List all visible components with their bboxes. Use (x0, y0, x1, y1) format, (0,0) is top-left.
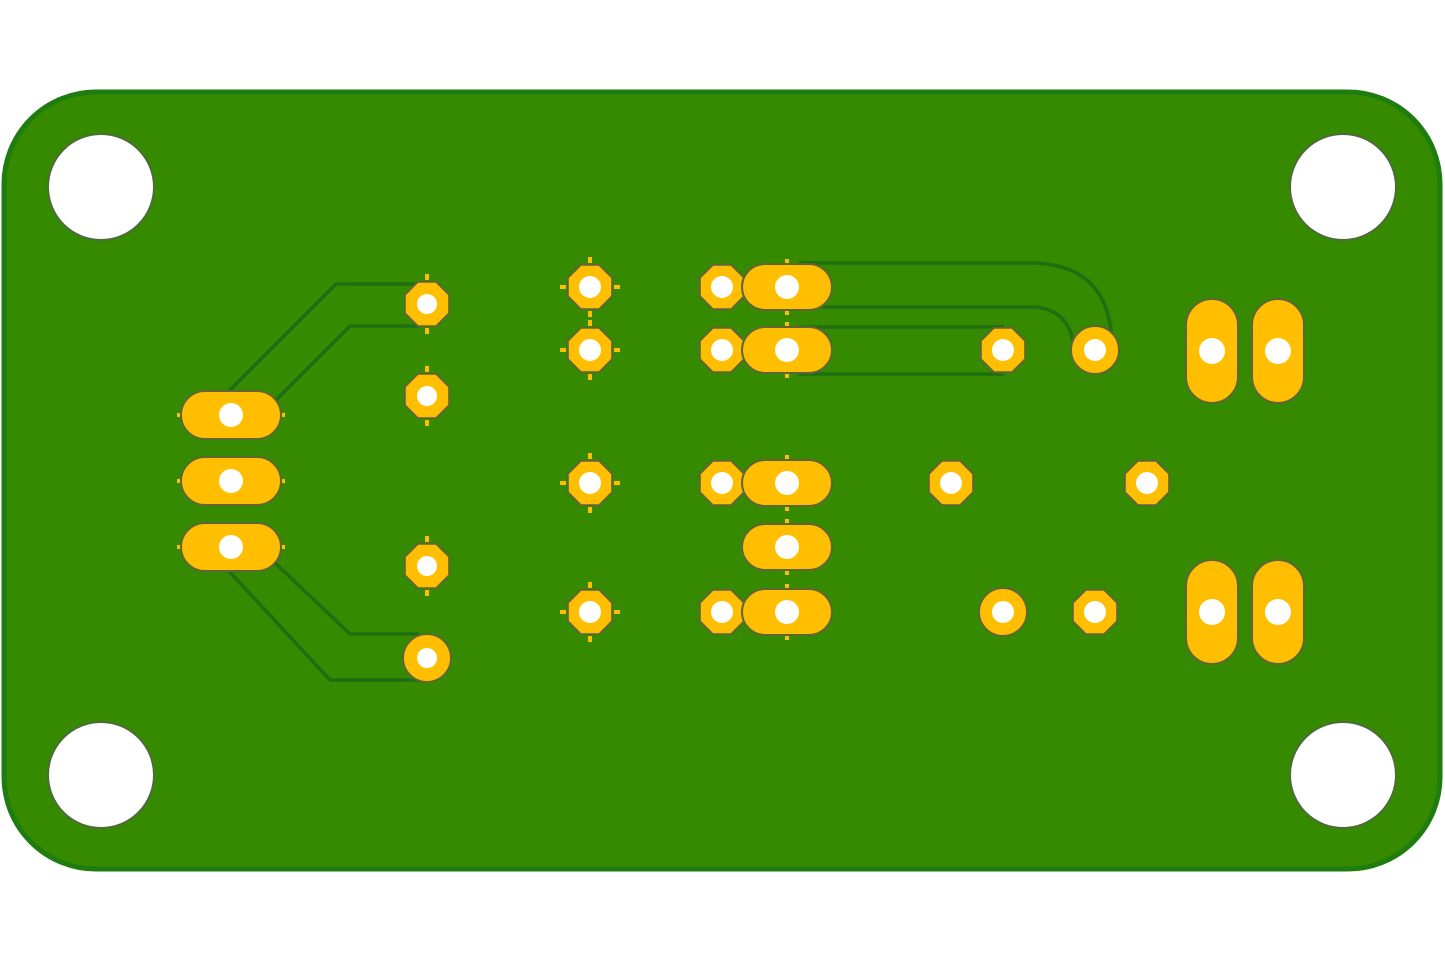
mounting-hole (47, 721, 155, 829)
drill-hole (775, 600, 799, 624)
mounting-hole (1289, 133, 1397, 241)
pads-layer (177, 257, 1305, 683)
drill-hole (579, 276, 601, 298)
mounting-holes (47, 133, 1397, 829)
drill-hole (417, 386, 437, 406)
drill-hole (1136, 472, 1158, 494)
drill-hole (219, 403, 243, 427)
drill-hole (1084, 339, 1106, 361)
drill-hole (579, 601, 601, 623)
mounting-hole (1289, 721, 1397, 829)
drill-hole (775, 471, 799, 495)
trace (226, 282, 420, 394)
trace (798, 261, 1114, 350)
drill-hole (417, 556, 437, 576)
drill-hole (219, 535, 243, 559)
drill-hole (992, 339, 1014, 361)
drill-hole (579, 339, 601, 361)
drill-hole (1265, 599, 1291, 625)
drill-hole (1265, 338, 1291, 364)
drill-hole (775, 338, 799, 362)
drill-hole (711, 472, 733, 494)
mounting-hole (47, 133, 155, 241)
drill-hole (711, 339, 733, 361)
drill-hole (711, 601, 733, 623)
drill-hole (1199, 338, 1225, 364)
drill-hole (417, 294, 437, 314)
drill-hole (992, 601, 1014, 623)
drill-hole (1084, 601, 1106, 623)
drill-hole (940, 472, 962, 494)
drill-hole (1199, 599, 1225, 625)
drill-hole (711, 276, 733, 298)
drill-hole (579, 472, 601, 494)
trace (226, 568, 420, 682)
drill-hole (417, 648, 437, 668)
drill-hole (775, 535, 799, 559)
drill-hole (775, 275, 799, 299)
drill-hole (219, 469, 243, 493)
trace (270, 558, 420, 636)
trace (270, 324, 420, 406)
